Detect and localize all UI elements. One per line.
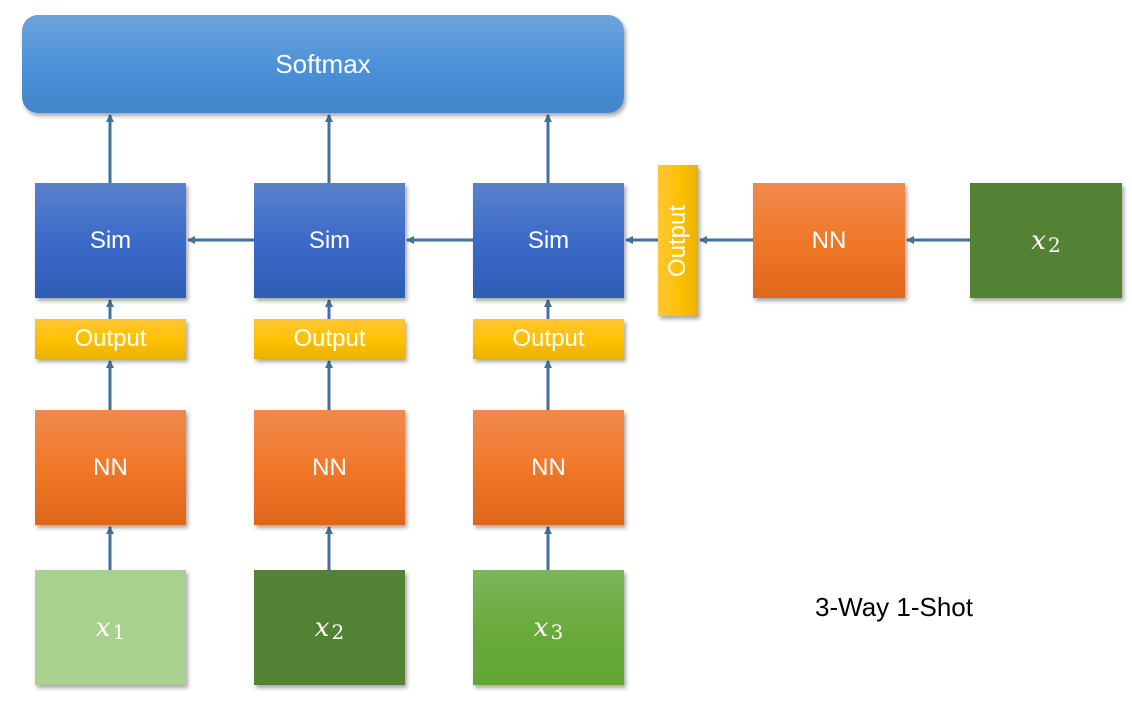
sim-label: Sim (89, 226, 132, 254)
nn-label: NN (531, 453, 566, 481)
sim-label: Sim (527, 226, 570, 254)
nn-label: NN (312, 453, 347, 481)
output-label: Output (293, 325, 366, 352)
nn-node-1: NN (35, 410, 186, 525)
input-subscript: 1 (112, 619, 126, 644)
output-label: Output (74, 325, 147, 352)
query-nn-label: NN (811, 226, 847, 254)
input-variable: x (314, 612, 330, 643)
input-subscript: 3 (550, 619, 564, 644)
output-node-3: Output (473, 319, 624, 359)
query-output-node: Output (658, 165, 698, 316)
nn-label: NN (93, 453, 128, 481)
diagram-caption: 3-Way 1-Shot (815, 592, 973, 622)
output-node-2: Output (254, 319, 405, 359)
query-output-label: Output (664, 204, 692, 277)
query-nn-node: NN (753, 183, 905, 298)
output-node-1: Output (35, 319, 186, 359)
sim-label: Sim (308, 226, 351, 254)
input-subscript: 2 (331, 619, 345, 644)
sim-node-3: Sim (473, 183, 624, 298)
output-label: Output (512, 325, 585, 352)
softmax-label: Softmax (275, 48, 371, 79)
nn-node-3: NN (473, 410, 624, 525)
softmax-node: Softmax (22, 15, 624, 113)
sim-node-1: Sim (35, 183, 186, 298)
query-input-subscript: 2 (1047, 232, 1061, 257)
input-variable: x (533, 612, 549, 643)
nn-node-2: NN (254, 410, 405, 525)
sim-node-2: Sim (254, 183, 405, 298)
input-variable: x (95, 612, 111, 643)
query-input-variable: x (1031, 225, 1046, 256)
